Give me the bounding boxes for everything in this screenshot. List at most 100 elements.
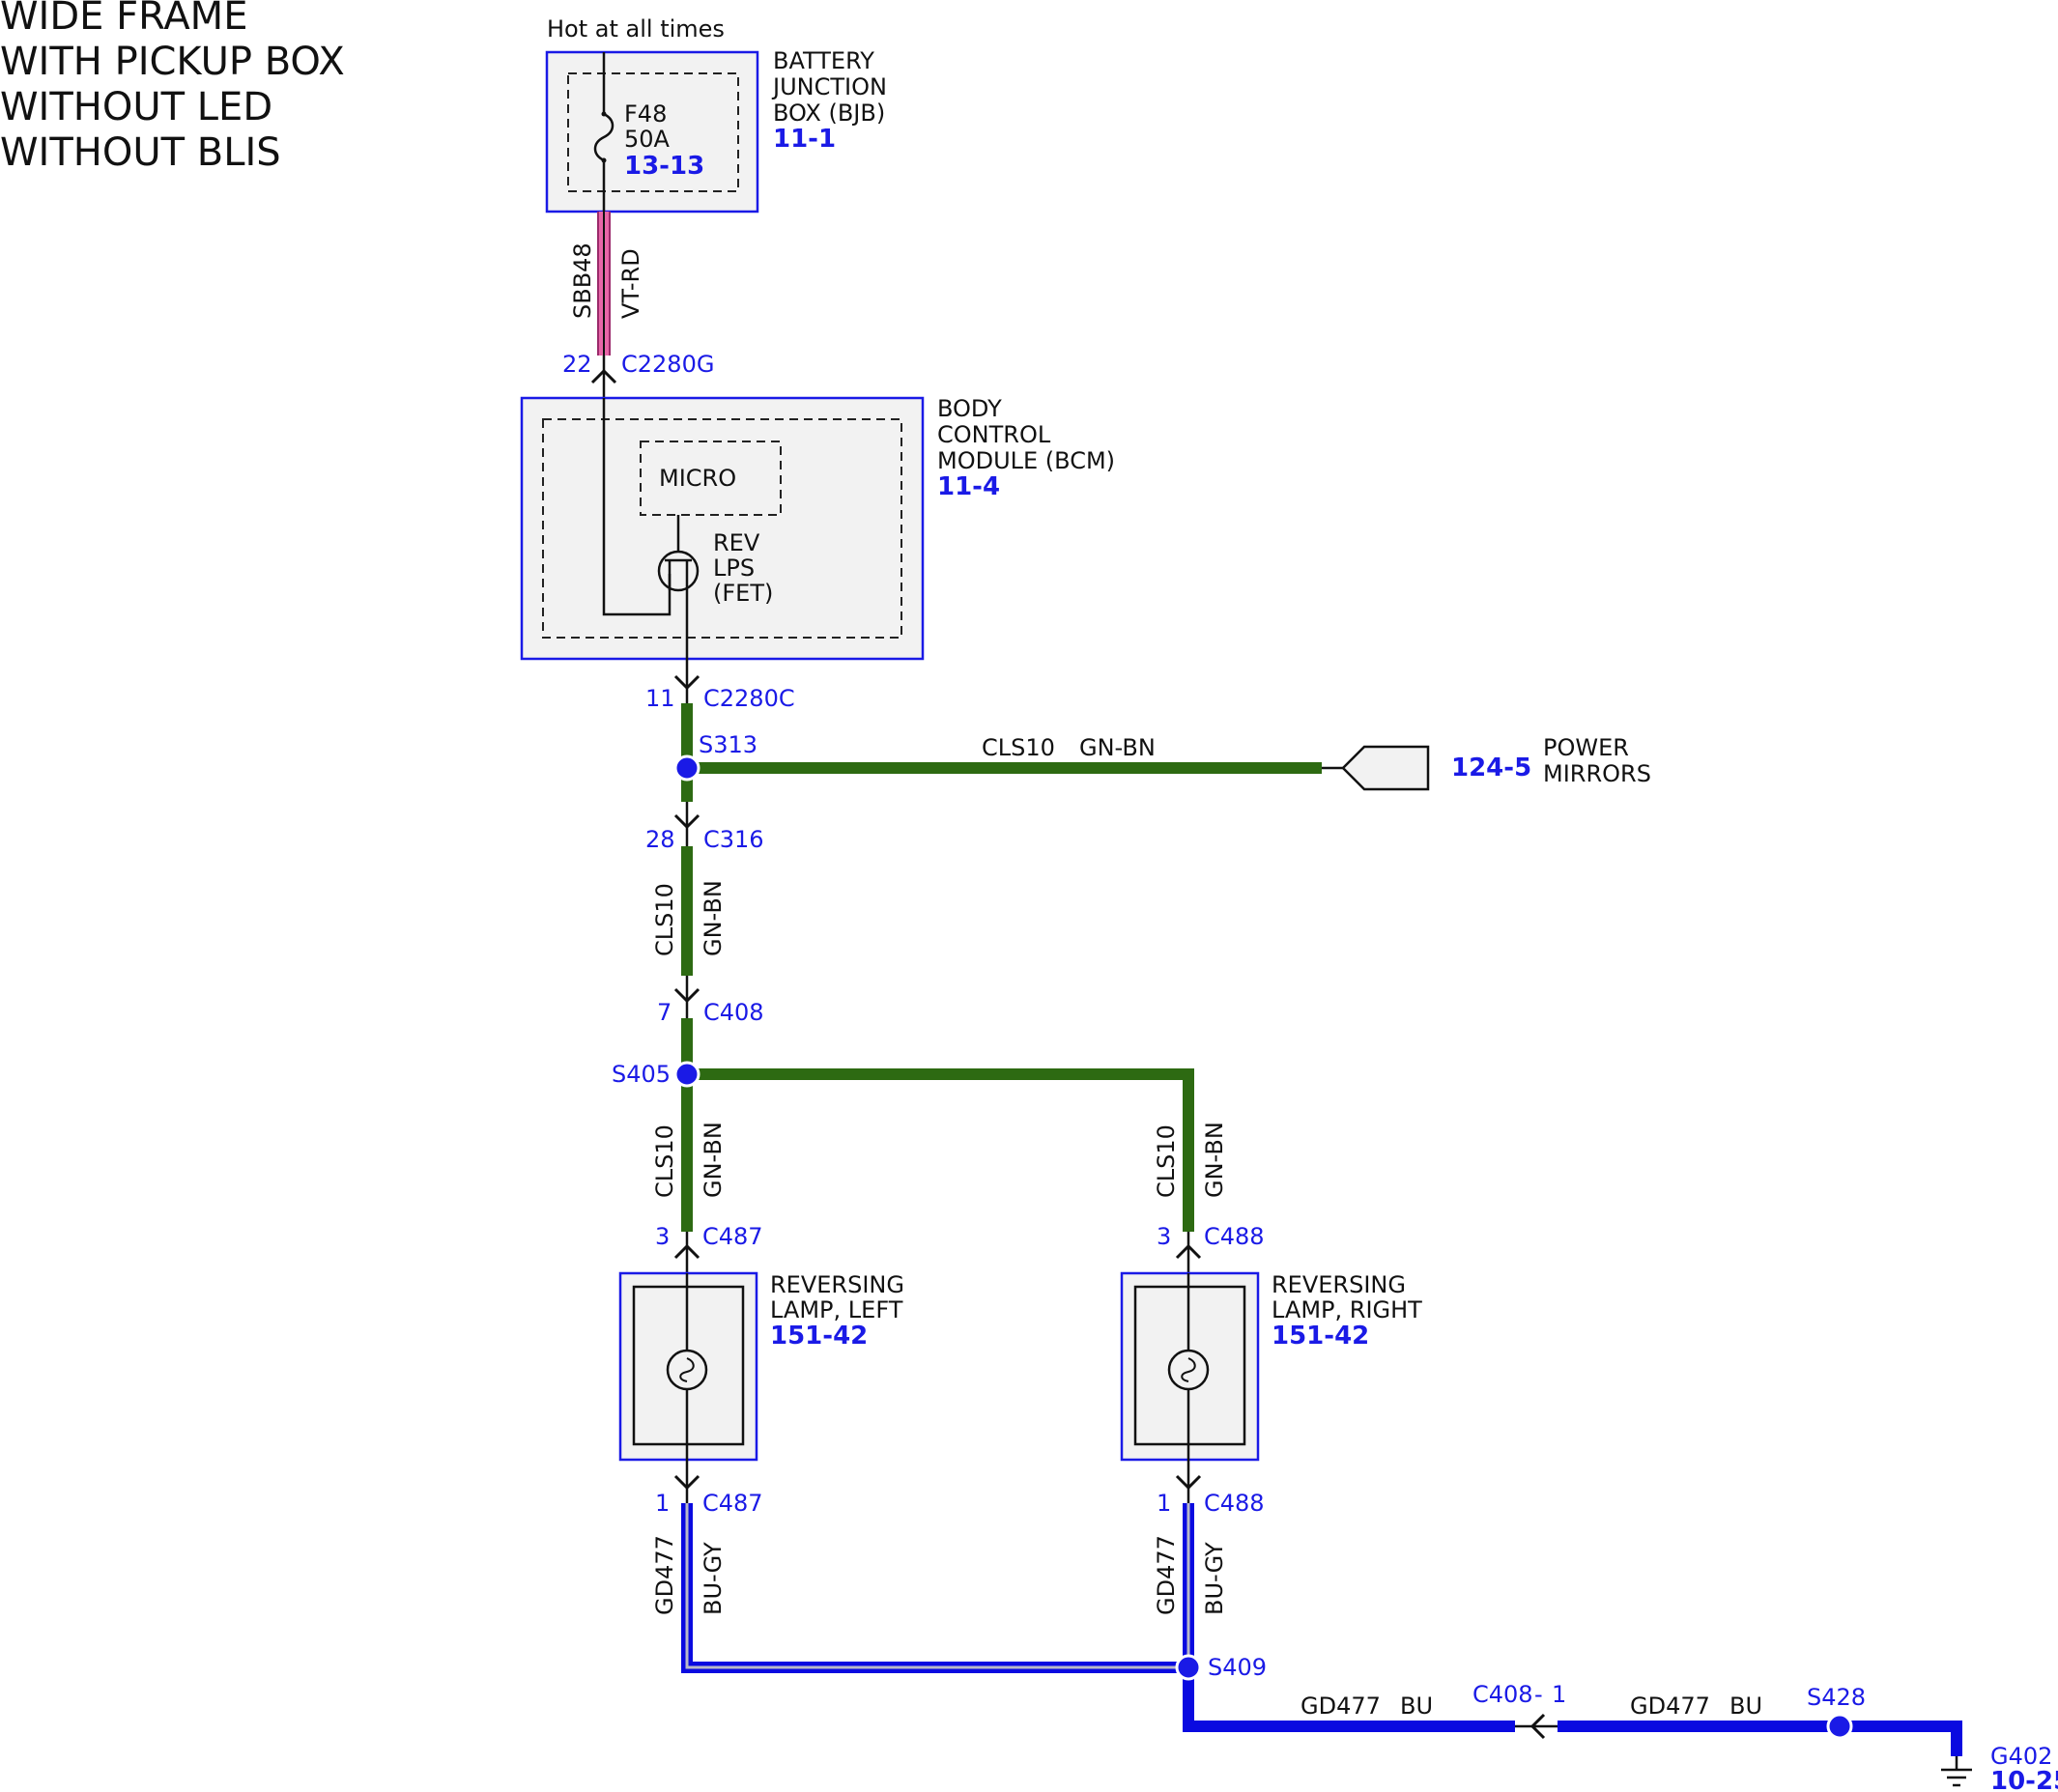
c316-arrow-icon xyxy=(673,813,700,830)
bjb-name-line2: JUNCTION xyxy=(771,73,887,100)
reversing-lamp-left[interactable] xyxy=(618,1271,758,1462)
bulb-left-icon xyxy=(666,1349,708,1391)
bulb-right-icon xyxy=(1167,1349,1210,1391)
c408-1-arrow-icon xyxy=(1529,1713,1546,1740)
wire-cls10-bcm-to-c316[interactable] xyxy=(673,703,700,846)
fuse-rating: 50A xyxy=(624,126,671,153)
wire-c316-c408-circuit: CLS10 xyxy=(651,883,678,956)
condition-notes: WIDE FRAME WITH PICKUP BOX WITHOUT LED W… xyxy=(0,0,345,175)
lamp-right-name-line1: REVERSING xyxy=(1272,1271,1406,1298)
bulb-left-filament-icon xyxy=(679,1357,695,1382)
body-control-module[interactable]: MICRO REV LPS (FET) xyxy=(520,396,925,661)
c408-1-id: C408 xyxy=(1472,1681,1533,1708)
connector-c2280g[interactable] xyxy=(590,356,617,398)
wire-cls10-power-mirrors[interactable] xyxy=(687,745,1430,791)
wire-right-lower-circuit: GD477 xyxy=(1153,1535,1180,1615)
lamp-right-name-line2: LAMP, RIGHT xyxy=(1272,1296,1422,1323)
splice-s409-node[interactable] xyxy=(1175,1654,1202,1681)
c488-bottom-pin: 1 xyxy=(1157,1490,1171,1517)
lamp-right-ref-link[interactable]: 151-42 xyxy=(1272,1322,1369,1351)
c408-arrow-icon xyxy=(673,987,700,1004)
c2280c-pin: 11 xyxy=(645,685,675,712)
connector-c488-bottom[interactable] xyxy=(1175,1460,1202,1503)
fet-transistor-icon xyxy=(657,550,700,592)
battery-junction-box[interactable]: F48 50A 13-13 xyxy=(545,50,759,213)
c488-bottom-arrow-icon xyxy=(1175,1474,1202,1491)
c487-bottom-id: C487 xyxy=(702,1490,763,1517)
c2280c-id: C2280C xyxy=(703,685,795,712)
c488-top-arrow-icon xyxy=(1175,1243,1202,1260)
wire-cls10-to-lamps[interactable] xyxy=(681,1018,1194,1232)
condition-wide-frame: WIDE FRAME xyxy=(0,0,247,39)
bcm-name-line2: CONTROL xyxy=(937,421,1051,448)
bjb-outline xyxy=(545,50,759,213)
wire-left-upper-circuit: CLS10 xyxy=(651,1124,678,1198)
bcm-micro-label: MICRO xyxy=(659,465,736,492)
wire-cls10-c316-to-c408[interactable] xyxy=(673,846,700,1018)
bjb-name-line3: BOX (BJB) xyxy=(773,100,885,127)
splice-s428-label: S428 xyxy=(1807,1684,1866,1711)
bcm-micro-box xyxy=(640,441,782,516)
c487-bottom-arrow-icon xyxy=(673,1474,700,1491)
wire-right-upper-color: GN-BN xyxy=(1201,1122,1228,1198)
connector-c488-top[interactable] xyxy=(1175,1232,1202,1273)
splice-s428-node[interactable] xyxy=(1826,1713,1853,1740)
connector-c2280c[interactable] xyxy=(673,659,700,703)
c487-bottom-pin: 1 xyxy=(655,1490,670,1517)
lamp-left-name-line1: REVERSING xyxy=(770,1271,904,1298)
wire-c316-c408-color: GN-BN xyxy=(700,880,727,956)
c408-1-dash: - xyxy=(1534,1681,1543,1708)
wire-mirror-circuit: CLS10 xyxy=(982,734,1055,761)
wire-right-upper-segment xyxy=(687,1068,1194,1232)
bjb-ref-link[interactable]: 11-1 xyxy=(773,125,836,154)
splice-s313-label: S313 xyxy=(699,731,757,758)
wire-ground-b-segment xyxy=(1558,1721,1962,1756)
c487-top-pin: 3 xyxy=(655,1223,670,1250)
bjb-name-line1: BATTERY xyxy=(773,47,874,74)
connector-c487-bottom[interactable] xyxy=(673,1460,700,1503)
ground-g402-ref-link[interactable]: 10-25 xyxy=(1990,1767,2058,1792)
wire-ground-b-color: BU xyxy=(1729,1692,1762,1720)
ground-g402[interactable] xyxy=(1941,1756,1972,1787)
bcm-ref-link[interactable]: 11-4 xyxy=(937,472,1000,501)
c408-id: C408 xyxy=(703,999,764,1026)
wire-ground-a-color: BU xyxy=(1400,1692,1433,1720)
wire-sbb48-circuit: SBB48 xyxy=(569,242,596,319)
wire-left-lower-stripe xyxy=(685,1503,1188,1669)
fuse-id: F48 xyxy=(624,100,667,128)
bulb-right-filament-icon xyxy=(1181,1357,1196,1382)
hot-at-all-times-label: Hot at all times xyxy=(547,15,725,43)
wire-right-upper-circuit: CLS10 xyxy=(1153,1124,1180,1198)
power-mirrors-connector-icon xyxy=(1341,745,1430,791)
c487-top-id: C487 xyxy=(702,1223,763,1250)
splice-s405-node[interactable] xyxy=(673,1061,700,1088)
wire-left-upper-color: GN-BN xyxy=(700,1122,727,1198)
connector-c487-top[interactable] xyxy=(673,1232,700,1273)
wire-ground-a-segment xyxy=(1183,1667,1515,1732)
wire-ground-a-circuit: GD477 xyxy=(1301,1692,1381,1720)
power-mirrors-ref-link[interactable]: 124-5 xyxy=(1451,754,1531,782)
fuse-icon xyxy=(593,112,615,162)
lamp-left-ref-link[interactable]: 151-42 xyxy=(770,1322,868,1351)
condition-without-led: WITHOUT LED xyxy=(0,85,272,129)
bcm-internal-feed xyxy=(602,398,672,616)
reversing-lamp-right[interactable] xyxy=(1120,1271,1260,1462)
wire-left-lower-circuit: GD477 xyxy=(651,1535,678,1615)
c316-pin: 28 xyxy=(645,826,675,853)
c488-top-id: C488 xyxy=(1204,1223,1265,1250)
condition-pickup-box: WITH PICKUP BOX xyxy=(0,40,345,84)
power-mirrors-name-line2: MIRRORS xyxy=(1543,760,1651,787)
wire-gd477-bu[interactable] xyxy=(1183,1667,1962,1756)
fet-label-line3: (FET) xyxy=(713,580,773,607)
fuse-terminal-top xyxy=(601,111,607,117)
c487-top-arrow-icon xyxy=(673,1243,700,1260)
splice-s313-node[interactable] xyxy=(673,754,700,782)
wire-ground-b-circuit: GD477 xyxy=(1630,1692,1710,1720)
c316-id: C316 xyxy=(703,826,764,853)
wire-left-lower-color: BU-GY xyxy=(700,1542,727,1615)
c2280c-arrow-icon xyxy=(673,674,700,691)
c2280g-pin: 22 xyxy=(562,351,592,378)
bcm-outline xyxy=(520,396,925,661)
wire-gd477-bu-gy[interactable] xyxy=(681,1503,1194,1673)
fuse-ref-link[interactable]: 13-13 xyxy=(624,152,704,181)
